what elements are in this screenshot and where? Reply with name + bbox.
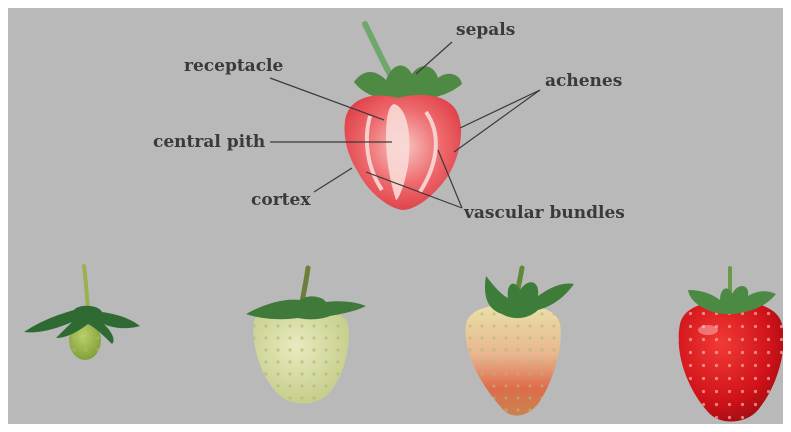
strawberry-red-stage — [679, 268, 783, 422]
label-central-pith: central pith — [153, 132, 265, 152]
label-receptacle: receptacle — [184, 56, 284, 76]
diagram-canvas: sepals receptacle achenes central pith c… — [8, 8, 783, 424]
sectioned-strawberry — [345, 24, 463, 210]
strawberry-turning-stage — [465, 268, 574, 416]
strawberry-white-stage — [246, 268, 366, 404]
label-achenes: achenes — [545, 71, 622, 91]
strawberry-green-stage — [24, 266, 140, 360]
calyx-stem — [365, 24, 392, 78]
label-cortex: cortex — [251, 190, 311, 210]
label-vascular-bundles: vascular bundles — [463, 203, 625, 223]
label-sepals: sepals — [456, 20, 515, 40]
strawberry-diagram: sepals receptacle achenes central pith c… — [8, 8, 783, 424]
